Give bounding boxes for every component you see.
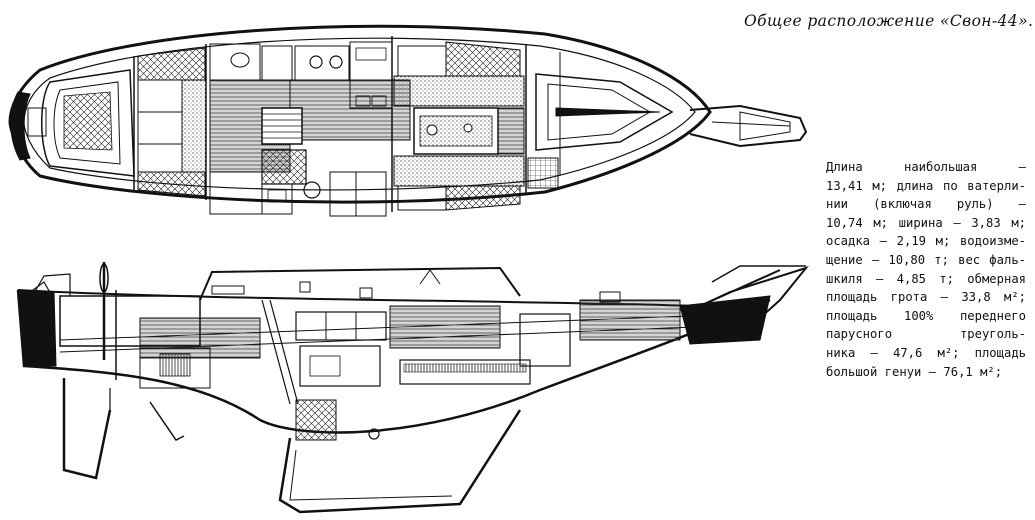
deckhouse (199, 266, 521, 301)
cockpit (41, 69, 135, 177)
specifications-text: Длина наибольшая — 13,41 м; длина по ват… (826, 158, 1026, 381)
plan-view (8, 24, 808, 217)
spec-line: площадь 100% переднего (826, 308, 1026, 323)
spec-line: парусного треуголь- (826, 327, 1026, 342)
spec-line: щение — 10,80 т; вес фаль- (826, 252, 1026, 267)
transom (10, 91, 31, 161)
spec-line: осадка — 2,19 м; водоизме- (826, 234, 1026, 249)
hull-profile-bottom (16, 289, 771, 434)
spec-line: шкиля — 4,85 т; обмерная (826, 271, 1026, 286)
profile-view (16, 262, 809, 514)
bow-fitting (689, 104, 808, 148)
keel (278, 409, 522, 514)
spec-line: 10,74 м; ширина — 3,83 м; (826, 215, 1026, 230)
spec-line: ника — 47,6 м²; площадь (826, 345, 1026, 360)
spec-line: большой генуи — 76,1 м²; (826, 364, 1003, 379)
spec-line: 13,41 м; длина по ватерли- (826, 178, 1026, 193)
drawing-title: Общее расположение «Свон-44». (744, 12, 1034, 30)
stern-solid (17, 289, 57, 367)
spec-line: нии (включая руль) — (826, 197, 1026, 212)
rudder (62, 378, 112, 480)
spec-line: площадь грота — 33,8 м²; (826, 290, 1026, 305)
spec-line: Длина наибольшая — (826, 160, 1026, 174)
v-berth (535, 73, 674, 151)
